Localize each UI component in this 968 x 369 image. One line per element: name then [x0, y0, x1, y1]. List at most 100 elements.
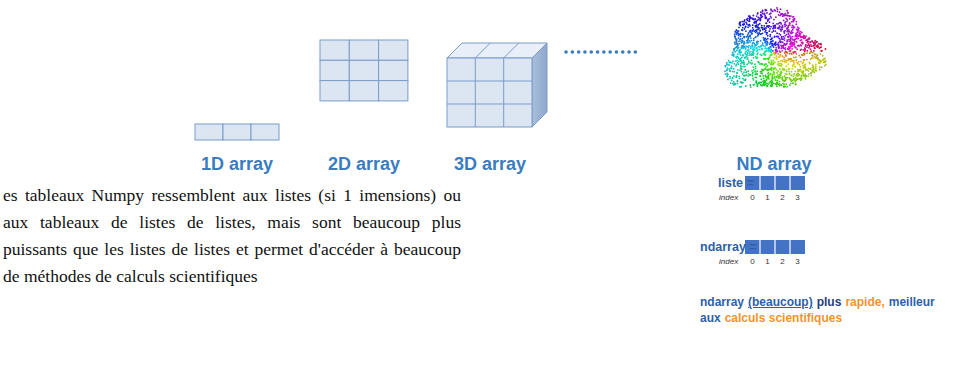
cloud-point [777, 56, 779, 58]
cloud-point [794, 66, 796, 68]
cloud-point [809, 41, 811, 43]
cloud-point [822, 55, 824, 57]
cloud-point [778, 61, 780, 63]
cloud-point [802, 65, 804, 67]
cloud-point [756, 15, 758, 17]
cloud-point [750, 48, 752, 50]
cloud-point [811, 40, 813, 42]
cloud-point [798, 55, 800, 57]
cloud-point [792, 82, 794, 84]
cloud-point [806, 59, 808, 61]
cloud-point [793, 43, 795, 45]
cloud-point [762, 13, 764, 15]
cloud-point [797, 38, 799, 40]
cloud-point [789, 47, 791, 49]
cloud-point [797, 38, 799, 40]
cloud-point [747, 18, 749, 20]
cloud-point [757, 46, 759, 48]
cloud-point [781, 63, 783, 65]
cloud-point [800, 69, 802, 71]
cloud-point [780, 48, 782, 50]
cloud-point [780, 30, 782, 32]
cloud-point [783, 47, 785, 49]
array-cell [320, 60, 349, 80]
cloud-point [760, 84, 762, 86]
index-number: 1 [765, 193, 769, 203]
cloud-point [767, 69, 769, 71]
cloud-point [792, 29, 794, 31]
cloud-point [747, 46, 749, 48]
cloud-point [741, 42, 743, 44]
cloud-point [755, 36, 757, 38]
cloud-point [761, 27, 763, 29]
cloud-point [747, 41, 749, 43]
cloud-point [772, 77, 774, 79]
cloud-point [762, 75, 764, 77]
cube-top [447, 43, 547, 58]
cloud-point [778, 77, 780, 79]
cloud-point [756, 50, 758, 52]
cloud-point [748, 50, 750, 52]
cloud-point [746, 71, 748, 73]
cloud-point [785, 83, 787, 85]
cloud-point [783, 59, 785, 61]
cloud-point [811, 55, 813, 57]
cloud-point [745, 71, 747, 73]
cloud-point [779, 81, 781, 83]
cloud-point [738, 57, 740, 59]
cloud-point [732, 77, 734, 79]
cloud-point [761, 48, 763, 50]
cloud-point [792, 80, 794, 82]
cloud-point [740, 54, 742, 56]
cloud-point [728, 68, 730, 70]
cloud-point [795, 35, 797, 37]
cloud-point [763, 58, 765, 60]
cloud-point [785, 14, 787, 16]
cloud-point [753, 48, 755, 50]
cloud-point [756, 70, 758, 72]
cloud-point [805, 45, 807, 47]
cloud-point [780, 75, 782, 77]
cloud-point [790, 50, 792, 52]
cloud-point [742, 33, 744, 35]
cloud-point [737, 30, 739, 32]
cloud-point [762, 69, 764, 71]
cloud-point [768, 78, 770, 80]
cloud-point [770, 85, 772, 87]
cloud-point [812, 55, 814, 57]
cloud-point [817, 54, 819, 56]
cloud-point [761, 63, 763, 65]
cloud-point [808, 44, 810, 46]
index-number: 2 [780, 257, 784, 267]
cloud-point [747, 39, 749, 41]
cloud-point [800, 79, 802, 81]
index-number: 3 [795, 193, 799, 203]
cloud-point [743, 37, 745, 39]
cloud-point [764, 83, 766, 85]
cloud-point [802, 75, 804, 77]
cloud-point [824, 61, 826, 63]
cloud-point [804, 37, 806, 39]
cloud-point [801, 42, 803, 44]
cloud-point [760, 71, 762, 73]
cloud-point [783, 32, 785, 34]
cloud-point [750, 86, 752, 88]
cloud-point [756, 47, 758, 49]
cloud-point [770, 46, 772, 48]
cloud-point [800, 75, 802, 77]
cloud-point [811, 72, 813, 74]
cloud-point [736, 80, 738, 82]
cloud-point [743, 40, 745, 42]
cloud-point [751, 54, 753, 56]
cloud-point [816, 41, 818, 43]
cloud-point [738, 75, 740, 77]
cloud-point [776, 55, 778, 57]
cloud-point [749, 31, 751, 33]
cloud-point [798, 30, 800, 32]
cloud-point [773, 83, 775, 85]
cloud-point [736, 76, 738, 78]
cloud-point [749, 20, 751, 22]
cloud-point [790, 32, 792, 34]
cloud-point [762, 29, 764, 31]
